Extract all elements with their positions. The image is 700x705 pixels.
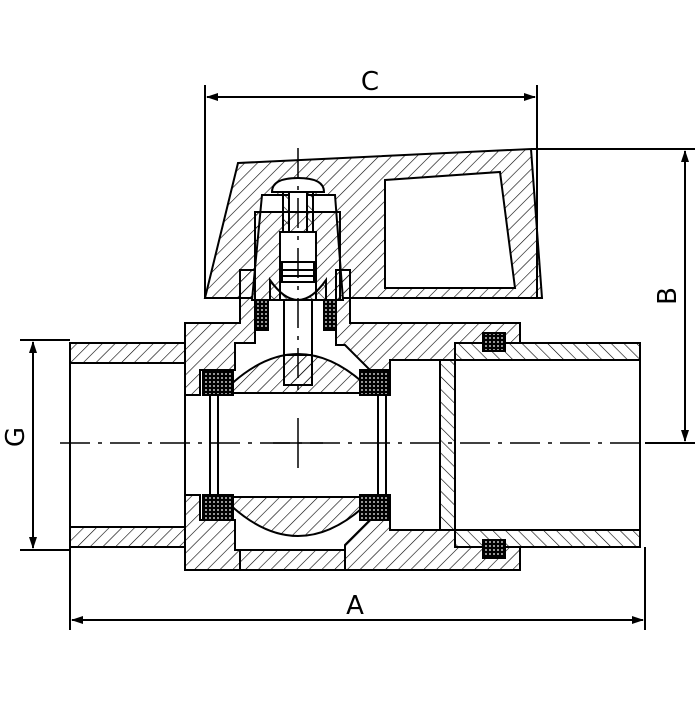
center-lines	[60, 148, 660, 468]
dimension-a-label: A	[346, 591, 364, 621]
end-seal-bottom	[482, 539, 506, 559]
dimension-a	[69, 547, 646, 630]
dimension-b	[531, 148, 695, 444]
ball-seats	[202, 369, 391, 521]
valve-body	[69, 269, 641, 571]
dimension-g	[20, 339, 70, 551]
dimension-b-label: B	[653, 287, 683, 305]
stem-seal-left	[255, 299, 269, 331]
dimension-c	[204, 85, 538, 298]
stem-seal-right	[323, 299, 337, 331]
dimension-c-label: C	[361, 67, 379, 97]
end-seal-top	[482, 332, 506, 352]
dimension-g-label: G	[1, 427, 31, 447]
